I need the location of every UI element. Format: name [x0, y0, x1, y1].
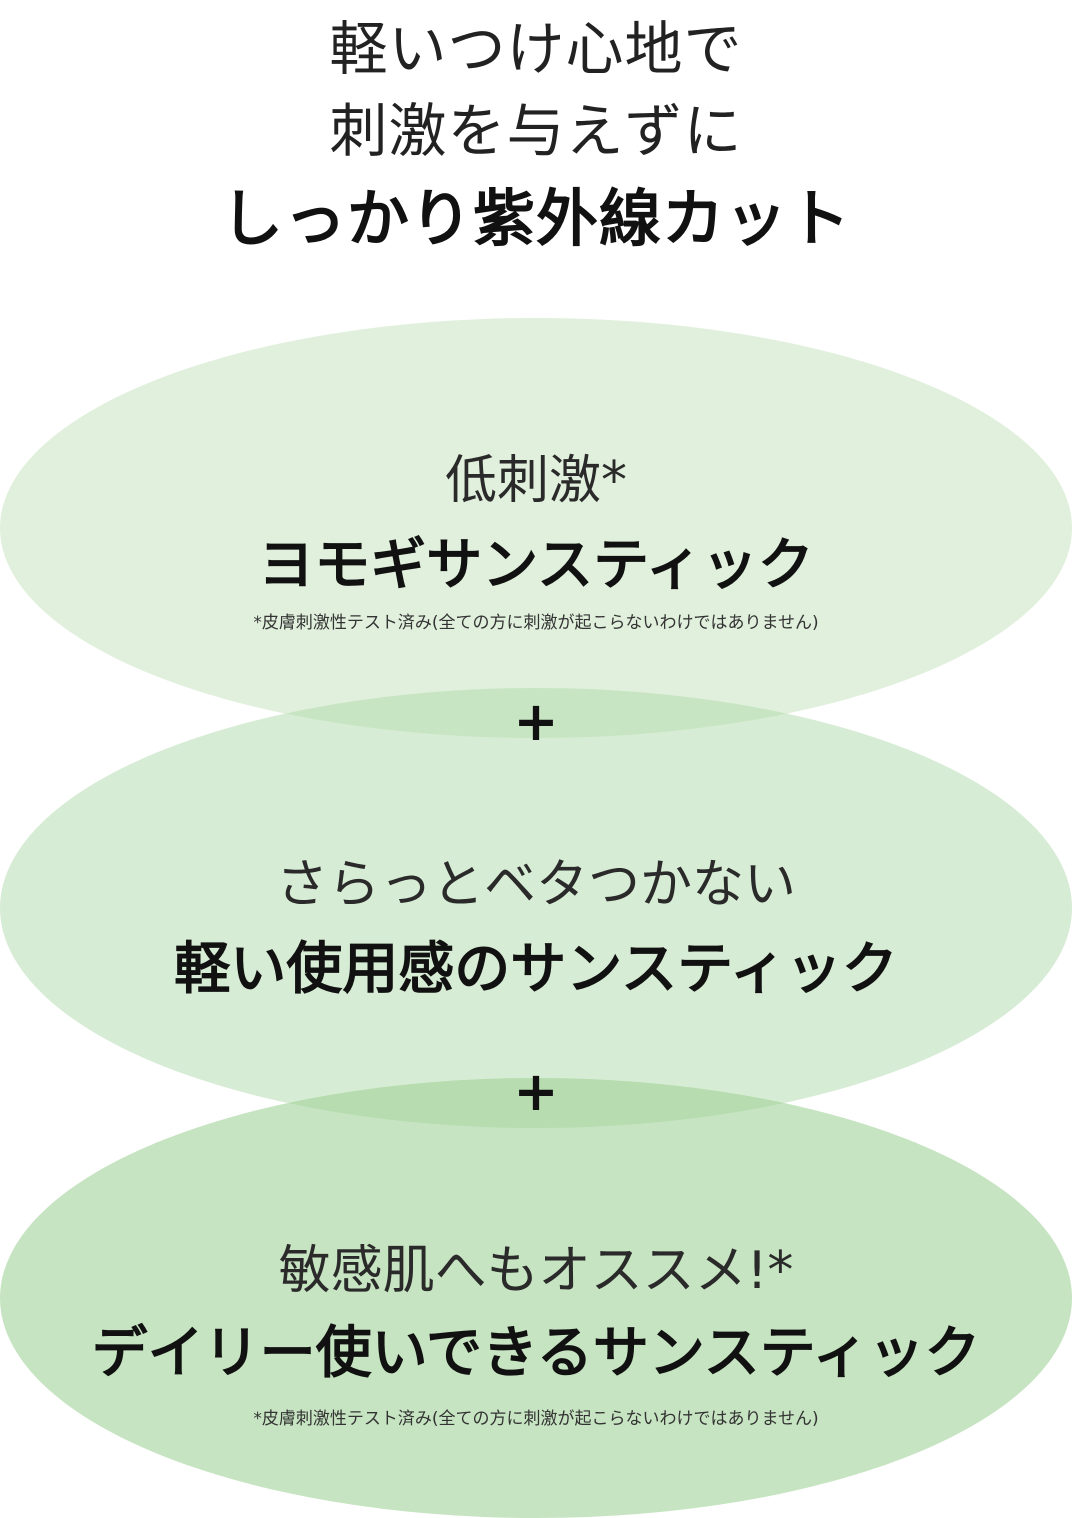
plus-sign-2: +: [513, 1060, 559, 1123]
headline-line-2: 刺激を与えずに: [329, 97, 743, 165]
headline-line-3: しっかり紫外線カット: [220, 182, 851, 255]
plus-sign-1: +: [513, 690, 559, 753]
feature-ellipse-1: [0, 318, 1072, 738]
feature-1-subtitle: 低刺激*: [444, 451, 627, 511]
feature-3-footnote: *皮膚刺激性テスト済み(全ての方に刺激が起こらないわけではありません): [253, 1409, 819, 1429]
feature-3-subtitle: 敏感肌へもオススメ!*: [278, 1241, 794, 1301]
feature-2-title: 軽い使用感のサンスティック: [174, 937, 898, 1002]
feature-1-title: ヨモギサンスティック: [258, 533, 814, 598]
feature-1-footnote: *皮膚刺激性テスト済み(全ての方に刺激が起こらないわけではありません): [253, 613, 819, 633]
feature-3-title: デイリー使いできるサンスティック: [91, 1321, 981, 1386]
feature-ellipse-3: [0, 1078, 1072, 1518]
feature-ellipse-2: [0, 688, 1072, 1128]
feature-2-subtitle: さらっとベタつかない: [275, 855, 796, 915]
headline-line-1: 軽いつけ心地で: [329, 15, 743, 83]
